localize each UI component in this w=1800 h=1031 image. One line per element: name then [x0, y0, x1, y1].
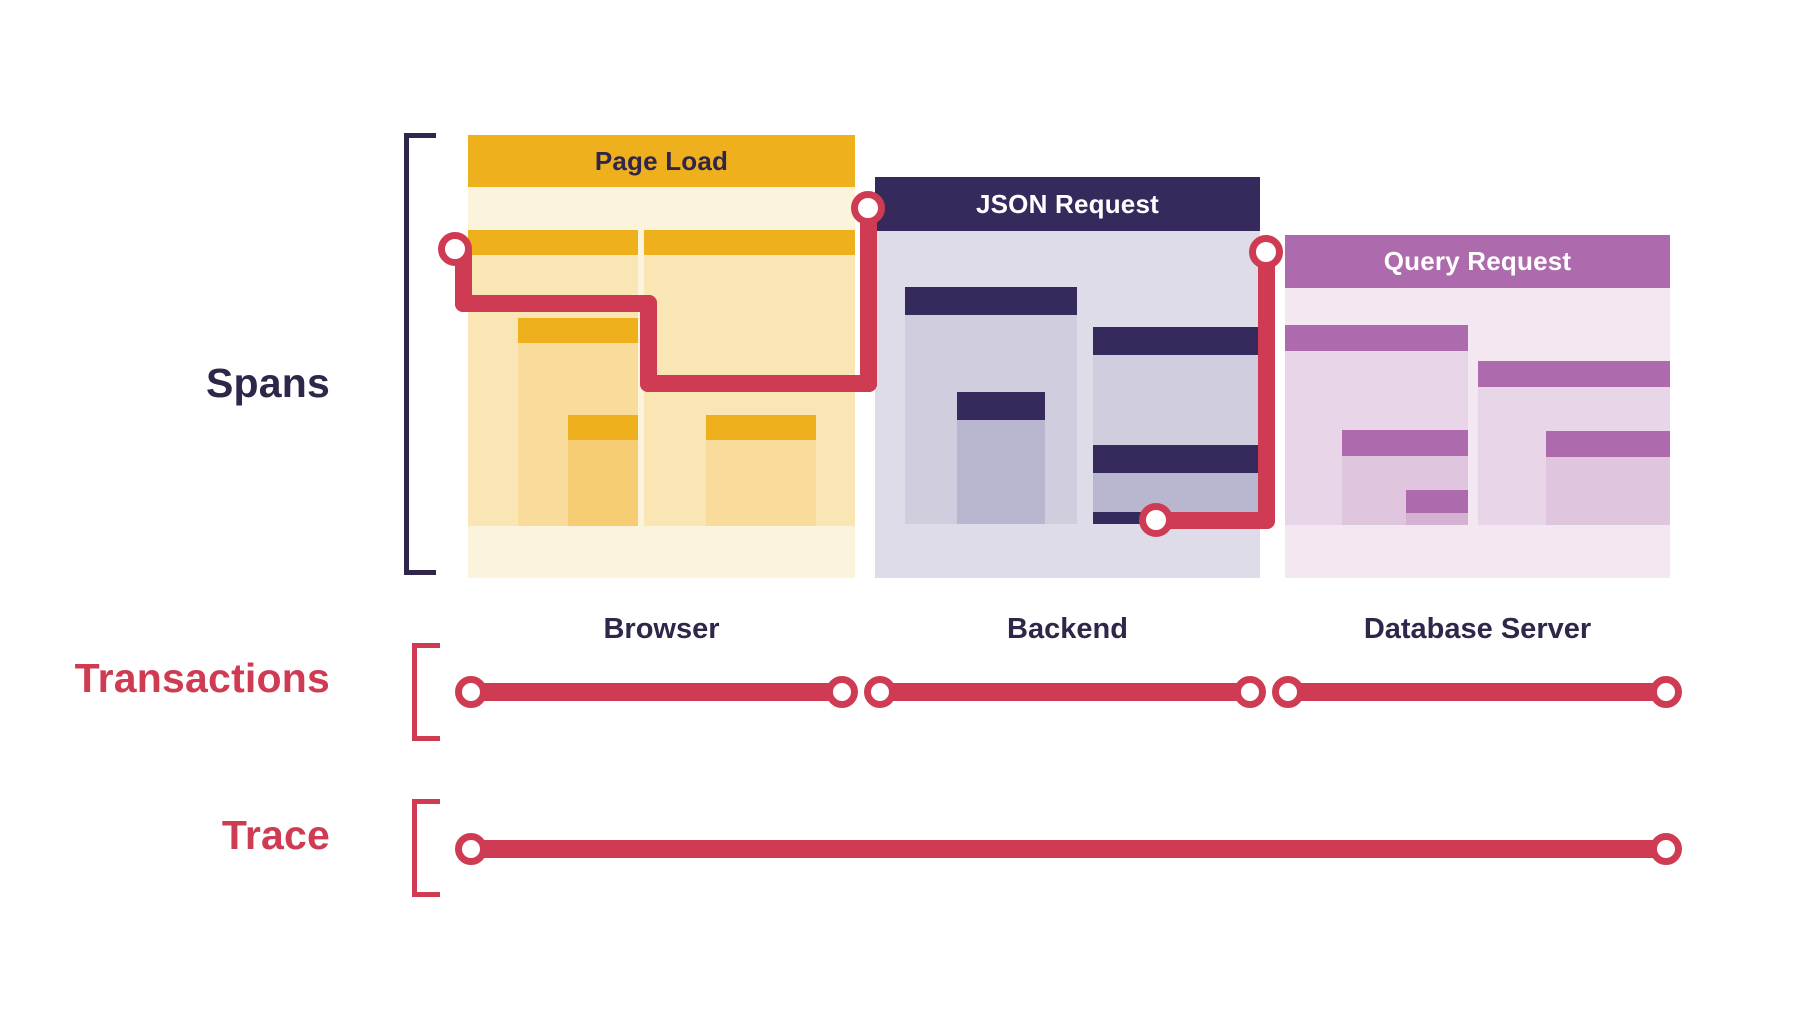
connector-node-backend-entry[interactable] — [851, 191, 885, 225]
transaction-node-database-start[interactable] — [1272, 676, 1304, 708]
transaction-segment-backend[interactable] — [876, 683, 1248, 701]
group-header-query-request: Query Request — [1285, 235, 1670, 288]
span-trunk — [957, 420, 1045, 524]
span-group-browser[interactable]: Page Load — [468, 135, 855, 578]
span-cap — [568, 415, 638, 440]
span-trunk — [706, 440, 816, 526]
trace-bracket — [412, 799, 440, 897]
span-group-backend[interactable]: JSON Request — [875, 177, 1260, 578]
transaction-segment-browser[interactable] — [466, 683, 840, 701]
connector-node-backend-exit[interactable] — [1139, 503, 1173, 537]
spans-bracket — [404, 133, 436, 575]
span-bar[interactable] — [1406, 490, 1468, 525]
transaction-node-database-end[interactable] — [1650, 676, 1682, 708]
connector-node-database-entry[interactable] — [1249, 235, 1283, 269]
transaction-node-browser-start[interactable] — [455, 676, 487, 708]
column-caption-backend: Backend — [1007, 613, 1128, 645]
span-group-database[interactable]: Query Request — [1285, 235, 1670, 578]
span-cap — [1093, 445, 1260, 473]
span-cap — [1478, 361, 1670, 387]
span-cap — [706, 415, 816, 440]
span-cap — [1546, 431, 1670, 457]
trace-segment[interactable] — [466, 840, 1662, 858]
group-header-json-request: JSON Request — [875, 177, 1260, 231]
span-bar[interactable] — [957, 392, 1045, 524]
connector-segment — [640, 375, 877, 392]
span-cap — [905, 287, 1077, 315]
connector-node-browser-start[interactable] — [438, 232, 472, 266]
transaction-node-browser-end[interactable] — [826, 676, 858, 708]
row-label-trace: Trace — [221, 812, 330, 858]
span-cap — [1406, 490, 1468, 513]
row-label-spans: Spans — [205, 360, 330, 406]
span-trunk — [1406, 513, 1468, 525]
transactions-bracket — [412, 643, 440, 741]
row-label-transactions: Transactions — [74, 655, 330, 701]
connector-segment — [455, 295, 657, 312]
trace-node-end[interactable] — [1650, 833, 1682, 865]
connector-segment — [1155, 512, 1275, 529]
span-cap — [1093, 327, 1260, 355]
transaction-node-backend-end[interactable] — [1234, 676, 1266, 708]
span-cap — [644, 230, 855, 255]
span-cap — [1285, 325, 1468, 351]
span-bar[interactable] — [706, 415, 816, 526]
connector-segment — [860, 215, 877, 392]
column-caption-database: Database Server — [1363, 613, 1592, 645]
connector-segment — [640, 295, 657, 392]
span-bar[interactable] — [1546, 431, 1670, 525]
column-caption-browser: Browser — [603, 613, 720, 645]
span-cap — [957, 392, 1045, 420]
transaction-segment-database[interactable] — [1284, 683, 1670, 701]
span-trunk — [568, 440, 638, 526]
trace-node-start[interactable] — [455, 833, 487, 865]
span-cap — [1342, 430, 1468, 456]
span-cap — [518, 318, 638, 343]
connector-segment — [1258, 252, 1275, 529]
span-trunk — [1546, 457, 1670, 525]
span-cap — [468, 230, 638, 255]
span-bar[interactable] — [568, 415, 638, 526]
group-header-page-load: Page Load — [468, 135, 855, 187]
transaction-node-backend-start[interactable] — [864, 676, 896, 708]
